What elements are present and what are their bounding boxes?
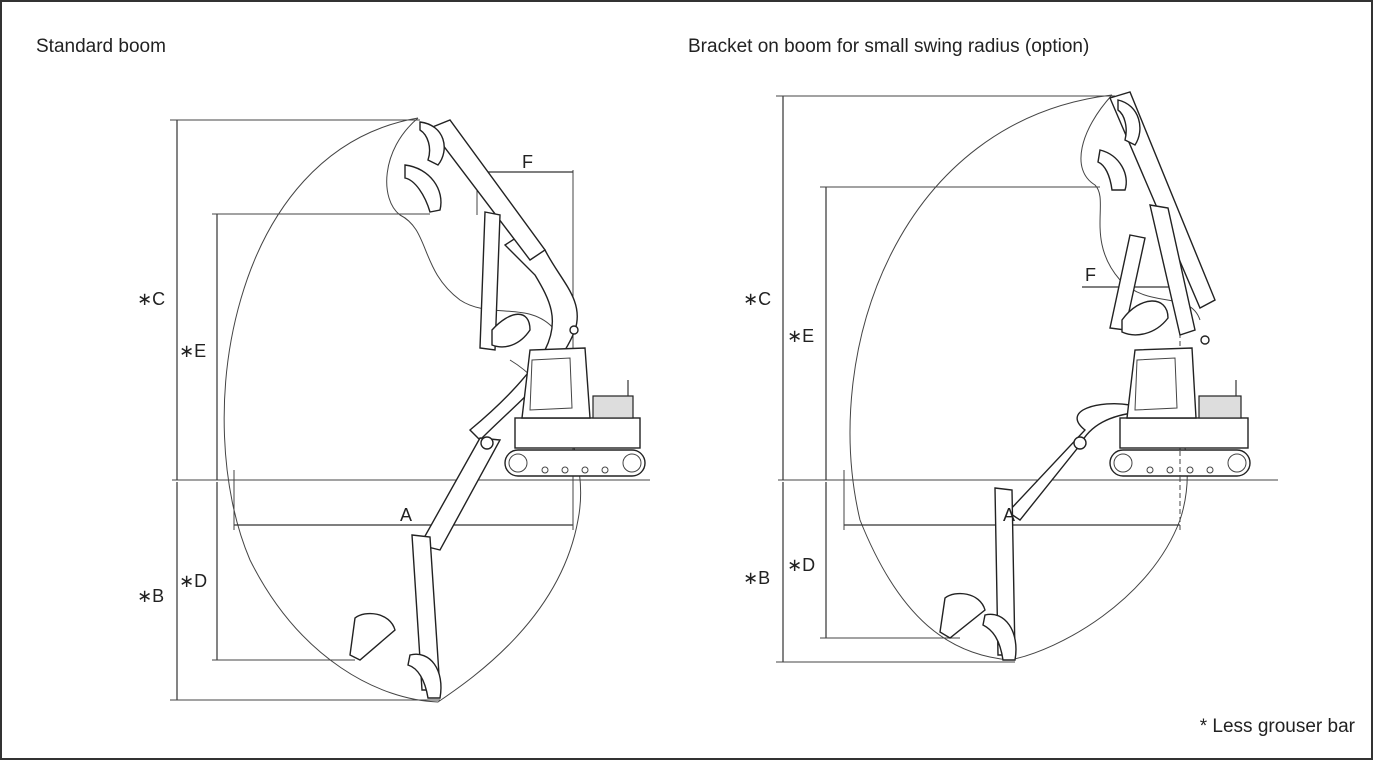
reach-envelope [223,117,582,703]
boom-pin [480,436,494,450]
boom-raised-right [1149,204,1196,336]
label-a-right: A [1003,505,1016,525]
bucket-bottom-right [982,613,1017,661]
footnote-grouser: * Less grouser bar [1199,716,1355,737]
label-e-left: ∗E [179,341,207,361]
label-d-left: ∗D [179,571,208,591]
engine-hood-right [1198,395,1242,419]
bracket-boom-panel [776,91,1278,663]
reach-envelope-right [849,94,1188,661]
arm-pin-right [1200,335,1210,345]
label-d-right: ∗D [787,555,816,575]
label-e-right: ∗E [787,326,815,346]
label-c-left: ∗C [137,289,166,309]
track [504,449,646,477]
bucket-mid [491,313,531,348]
engine-hood [592,395,634,419]
label-f-left: F [522,152,533,172]
upper-structure-right [1119,417,1249,449]
bucket-second-right [1097,149,1127,191]
track-rollers-right [1113,453,1247,474]
bucket-second [404,164,442,213]
bucket-top-right [1117,99,1141,146]
label-f-right: F [1085,265,1096,285]
bucket-side-right [939,592,986,639]
cab-window [529,357,573,411]
inner-envelope [386,117,556,331]
upper-structure [514,417,641,449]
cab [521,347,591,419]
label-a-left: A [400,505,413,525]
bucket-side [349,612,396,661]
track-rollers [508,453,642,474]
boom-lowered [418,437,502,551]
bucket-mid-right [1121,300,1169,336]
label-b-left: ∗B [137,586,165,606]
bucket-bottom [407,653,442,699]
title-standard-boom: Standard boom [36,36,166,57]
label-c-right: ∗C [743,289,772,309]
boom-pin-right [1073,436,1087,450]
arm-pin [569,325,579,335]
inner-envelope-right [1080,94,1201,321]
label-b-right: ∗B [743,568,771,588]
title-bracket-boom: Bracket on boom for small swing radius (… [688,36,1090,57]
cab-window-right [1134,357,1178,411]
arm-mid [479,211,501,351]
bucket-top [419,121,445,166]
cab-right [1126,347,1197,419]
standard-boom-panel [170,117,650,703]
